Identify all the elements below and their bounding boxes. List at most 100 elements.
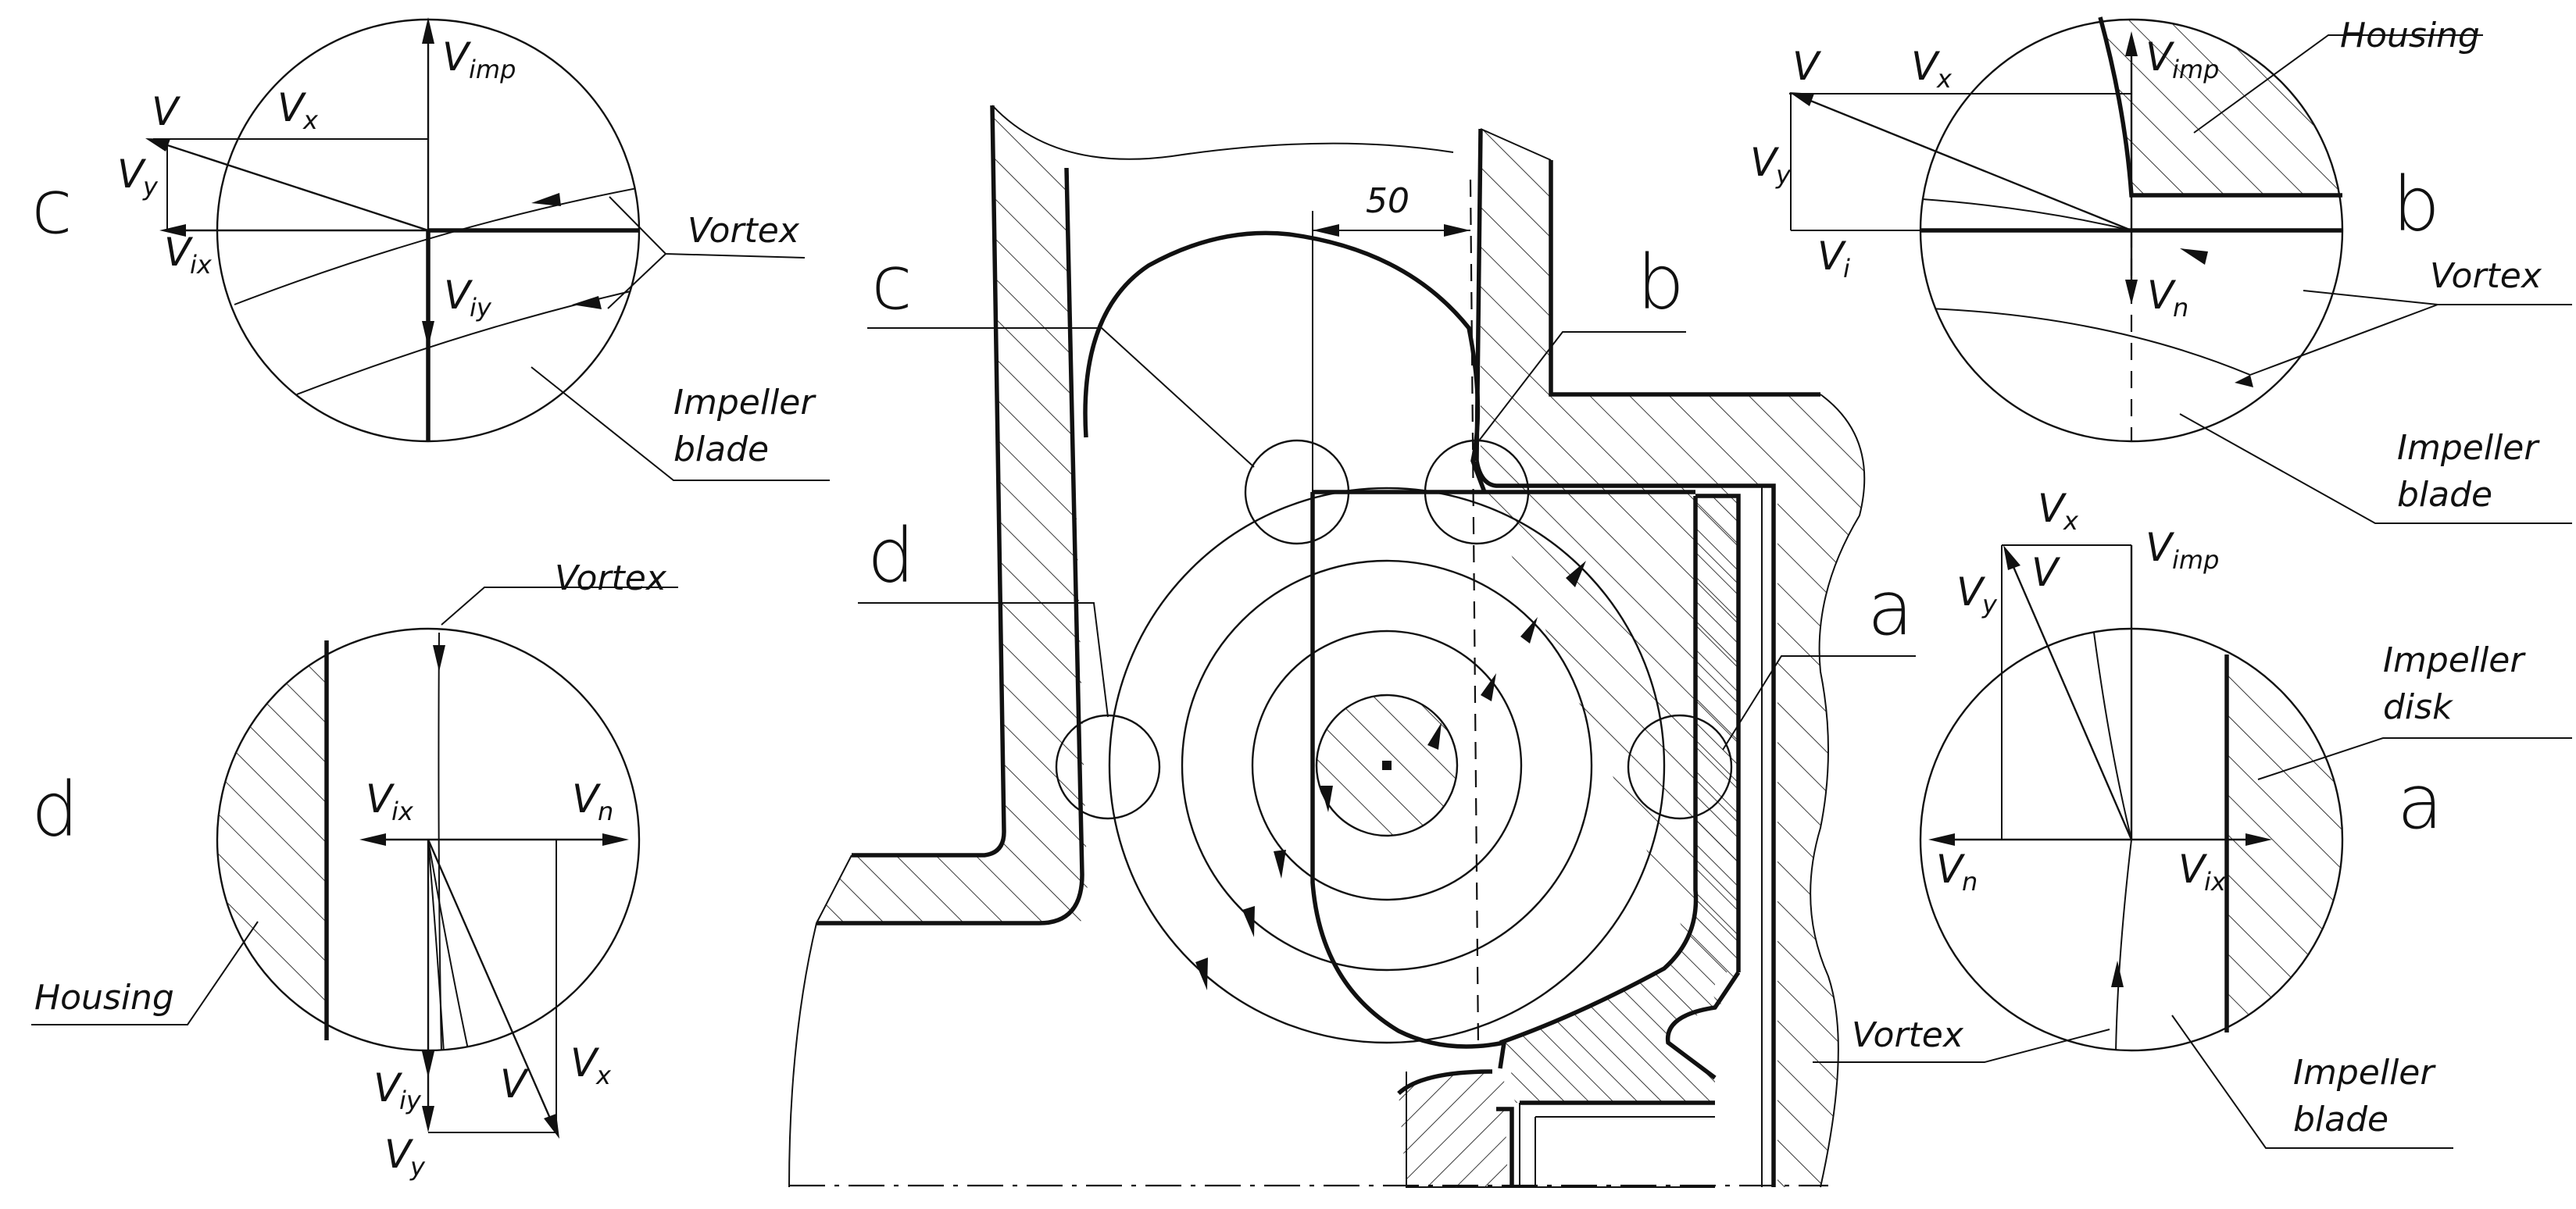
svg-text:V: V (1817, 234, 1847, 279)
axis-dashed (1469, 179, 1480, 1047)
break-line-left (788, 854, 852, 1188)
svg-text:V: V (384, 1132, 414, 1177)
svg-text:x: x (1936, 64, 1953, 94)
svg-text:y: y (142, 172, 159, 202)
svg-text:V: V (2145, 34, 2175, 80)
svg-text:V: V (1956, 569, 1986, 615)
label-vix-c: Vix (164, 230, 213, 280)
impeller-disk-hatched (1500, 496, 1738, 1103)
break-line-top (991, 105, 1454, 160)
svg-text:y: y (1775, 160, 1792, 190)
label-disk-a: disk (2383, 687, 2453, 727)
label-vortex-d: Vortex (555, 558, 667, 598)
label-housing-d: Housing (34, 978, 174, 1018)
svg-text:imp: imp (2172, 545, 2219, 575)
vortex-streamline-c-upper (234, 187, 639, 305)
label-vy-a: Vy (1956, 569, 1998, 619)
svg-text:V: V (572, 776, 602, 822)
svg-text:imp: imp (469, 55, 516, 84)
svg-text:x: x (595, 1061, 612, 1090)
label-vortex-a: Vortex (1852, 1015, 1964, 1055)
svg-text:i: i (1843, 254, 1850, 284)
vortex-ring-outer (1108, 487, 1666, 1044)
label-blade-a: blade (2293, 1100, 2388, 1139)
svg-text:iy: iy (470, 293, 492, 323)
svg-text:ix: ix (391, 797, 414, 826)
label-vix-a: Vix (2178, 847, 2227, 897)
detail-marker-a (1627, 714, 1733, 820)
svg-text:V: V (570, 1040, 600, 1086)
svg-text:V: V (277, 85, 307, 130)
svg-text:V: V (2147, 273, 2177, 318)
housing-wall-b (2098, 16, 2342, 198)
svg-text:V: V (117, 152, 147, 197)
svg-text:V: V (444, 273, 473, 318)
svg-text:imp: imp (2172, 55, 2219, 84)
main-cross-section (788, 105, 1916, 1188)
label-vn-d: Vn (572, 776, 613, 826)
label-vx-a: Vx (2038, 486, 2079, 536)
label-impeller-c: Impeller (673, 383, 816, 423)
label-vx-d: Vx (570, 1040, 612, 1090)
label-vi-b: Vi (1817, 234, 1850, 284)
label-vy-d: Vy (384, 1132, 426, 1182)
label-housing-b: Housing (2340, 16, 2480, 55)
housing-right-hatched (1481, 129, 1865, 1187)
svg-text:V: V (1750, 140, 1780, 185)
detail-view-b (1789, 16, 2572, 524)
svg-text:n: n (1962, 867, 1978, 897)
vortex-chamber-outline (1083, 230, 1487, 493)
label-viy-c: Viy (444, 273, 492, 323)
label-vortex-c: Vortex (688, 211, 800, 251)
svg-text:ix: ix (2204, 867, 2227, 897)
detail-view-c (145, 17, 830, 481)
detail-marker-b (1424, 439, 1530, 545)
label-v-c: V (152, 89, 181, 134)
label-blade-c: blade (673, 430, 769, 469)
callout-c: c (871, 239, 913, 326)
svg-text:V: V (164, 230, 194, 275)
svg-text:V: V (1936, 847, 1966, 892)
label-v-d: V (500, 1061, 530, 1107)
label-vy-c: Vy (117, 152, 159, 202)
view-letter-a: a (2397, 758, 2443, 846)
svg-text:iy: iy (399, 1086, 422, 1115)
svg-text:y: y (409, 1152, 426, 1182)
svg-text:V: V (2178, 847, 2208, 892)
svg-text:V: V (373, 1065, 403, 1111)
housing-d-hatched (217, 629, 327, 1050)
callout-b: b (1637, 239, 1685, 326)
svg-text:y: y (1981, 590, 1998, 619)
svg-text:x: x (2063, 506, 2079, 536)
vortex-ring-middle (1181, 559, 1593, 972)
label-impeller-a: Impeller (2383, 640, 2526, 680)
svg-text:V: V (1911, 44, 1941, 89)
view-letter-c: c (31, 163, 73, 251)
label-vn-b: Vn (2147, 273, 2188, 323)
label-blade-b: blade (2397, 475, 2492, 515)
svg-text:V: V (366, 776, 395, 822)
label-vy-b: Vy (1750, 140, 1792, 190)
svg-text:V: V (442, 34, 472, 80)
label-impeller-a2: Impeller (2293, 1053, 2436, 1093)
svg-text:n: n (598, 797, 613, 826)
svg-text:n: n (2173, 293, 2188, 323)
view-letter-d: d (31, 766, 79, 854)
label-viy-d: Viy (373, 1065, 422, 1115)
svg-text:ix: ix (190, 250, 213, 280)
svg-text:V: V (2038, 486, 2067, 531)
label-vix-d: Vix (366, 776, 414, 826)
dimension-50: 50 (1366, 181, 1409, 221)
svg-text:V: V (2145, 525, 2175, 570)
label-vx-b: Vx (1911, 44, 1953, 94)
label-vortex-b: Vortex (2430, 256, 2542, 296)
svg-text:x: x (302, 105, 319, 135)
detail-marker-c (1244, 439, 1350, 545)
impeller-blade-c (426, 228, 639, 441)
hub-circle (1315, 694, 1459, 837)
label-v-a: V (2031, 550, 2061, 595)
callout-d: d (867, 512, 915, 600)
